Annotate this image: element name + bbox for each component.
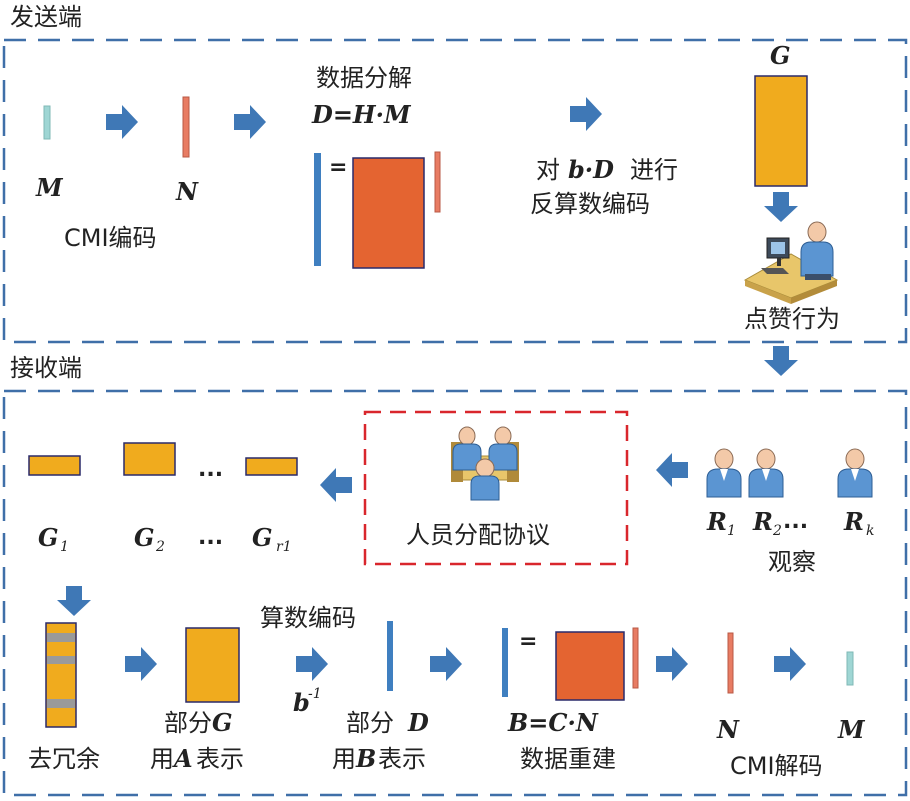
arrow-right-icon xyxy=(234,105,266,139)
like-action-label: 点赞行为 xyxy=(744,305,840,333)
arrow-right-icon xyxy=(430,647,462,681)
arrow-right-icon xyxy=(570,97,602,131)
arrow-down-icon xyxy=(764,346,798,376)
receiver-title: 接收端 xyxy=(10,354,82,382)
sender-g-label: G xyxy=(770,41,791,70)
receiver-frame xyxy=(2,389,908,797)
partial-d-represent: 表示 xyxy=(378,745,426,773)
arrow-left-icon xyxy=(320,468,352,502)
sender-n-vector-2 xyxy=(434,151,441,213)
protocol-box xyxy=(363,410,629,566)
partial-g-a: A xyxy=(172,744,193,773)
encode-text-line2: 反算数编码 xyxy=(530,190,650,218)
observer-rk-icon xyxy=(837,448,873,498)
observer-r2-icon xyxy=(748,448,784,498)
g2-block xyxy=(123,442,176,476)
arrow-right-icon xyxy=(656,647,688,681)
arrow-right-icon xyxy=(296,647,328,681)
arith-encode-label: 算数编码 xyxy=(260,604,356,632)
partial-d-vector xyxy=(387,621,393,691)
rebuild-n-vector xyxy=(632,627,639,689)
partial-g-block xyxy=(185,627,240,703)
partial-g-text: 部分 xyxy=(164,709,212,737)
partial-g-symbol: G xyxy=(212,708,233,737)
rebuild-equals-sign: = xyxy=(519,629,537,654)
rk-subscript: k xyxy=(866,523,874,539)
encode-text-suffix: 进行 xyxy=(630,156,678,184)
b-inverse-sup: -1 xyxy=(308,686,322,702)
encode-text-prefix: 对 xyxy=(536,156,560,184)
sender-m-label: M xyxy=(35,173,64,202)
b-inverse-label: b xyxy=(293,688,310,717)
g-row-dots: ... xyxy=(198,457,223,482)
gr1-label: G xyxy=(252,523,273,552)
r1-subscript: 1 xyxy=(727,523,736,539)
g2-subscript: 2 xyxy=(155,539,165,555)
sender-d-vector xyxy=(314,153,321,266)
gr1-subscript: r1 xyxy=(276,539,292,555)
decompose-equation: D=H·M xyxy=(311,100,412,129)
rebuild-label: 数据重建 xyxy=(520,745,616,773)
partial-d-text: 部分 xyxy=(346,709,394,737)
cmi-decode-label: CMI解码 xyxy=(730,752,823,780)
r1-label: R xyxy=(706,507,727,536)
arrow-down-icon xyxy=(57,586,91,616)
r-dots: ... xyxy=(783,509,808,534)
user-at-computer-icon xyxy=(743,221,839,304)
cmi-encode-label: CMI编码 xyxy=(64,224,157,252)
sender-m-vector xyxy=(43,105,51,140)
receiver-m-label: M xyxy=(837,715,866,744)
rk-label: R xyxy=(843,507,864,536)
arrow-left-icon xyxy=(656,453,688,487)
partial-d-b: B xyxy=(355,744,376,773)
partial-g-represent: 表示 xyxy=(196,745,244,773)
decompose-title: 数据分解 xyxy=(316,64,412,92)
receiver-n-label: N xyxy=(716,715,740,744)
receiver-n-vector xyxy=(727,632,734,694)
g1-label: G xyxy=(38,523,59,552)
rebuild-b-vector xyxy=(502,628,508,697)
sender-title: 发送端 xyxy=(10,3,82,31)
protocol-label: 人员分配协议 xyxy=(406,521,550,549)
receiver-m-vector xyxy=(846,651,854,686)
g2-label: G xyxy=(134,523,155,552)
sender-n-label: N xyxy=(175,177,199,206)
partial-g-use: 用 xyxy=(150,745,174,773)
meeting-icon xyxy=(451,426,519,501)
g1-block xyxy=(28,455,81,476)
arrow-right-icon xyxy=(125,647,157,681)
observer-r1-icon xyxy=(706,448,742,498)
arrow-down-icon xyxy=(764,192,798,222)
gr1-block xyxy=(245,457,298,476)
g1-subscript: 1 xyxy=(60,539,69,555)
sender-g-matrix xyxy=(754,75,808,187)
sender-frame xyxy=(2,38,908,344)
redundant-stack-block xyxy=(45,622,77,728)
r2-subscript: 2 xyxy=(772,523,782,539)
arrow-right-icon xyxy=(774,647,806,681)
g-label-dots: ... xyxy=(198,525,223,550)
partial-d-symbol: D xyxy=(407,708,429,737)
r2-label: R xyxy=(752,507,773,536)
rebuild-equation: B=C·N xyxy=(507,708,599,737)
observe-label: 观察 xyxy=(768,548,816,576)
sender-h-matrix xyxy=(352,157,425,269)
sender-n-vector xyxy=(182,96,190,158)
rebuild-c-matrix xyxy=(555,631,625,701)
encode-text-bd: b·D xyxy=(568,155,614,184)
remove-redundancy-label: 去冗余 xyxy=(28,745,100,773)
sender-equals-sign: = xyxy=(329,155,347,180)
arrow-right-icon xyxy=(106,105,138,139)
partial-d-use: 用 xyxy=(332,745,356,773)
